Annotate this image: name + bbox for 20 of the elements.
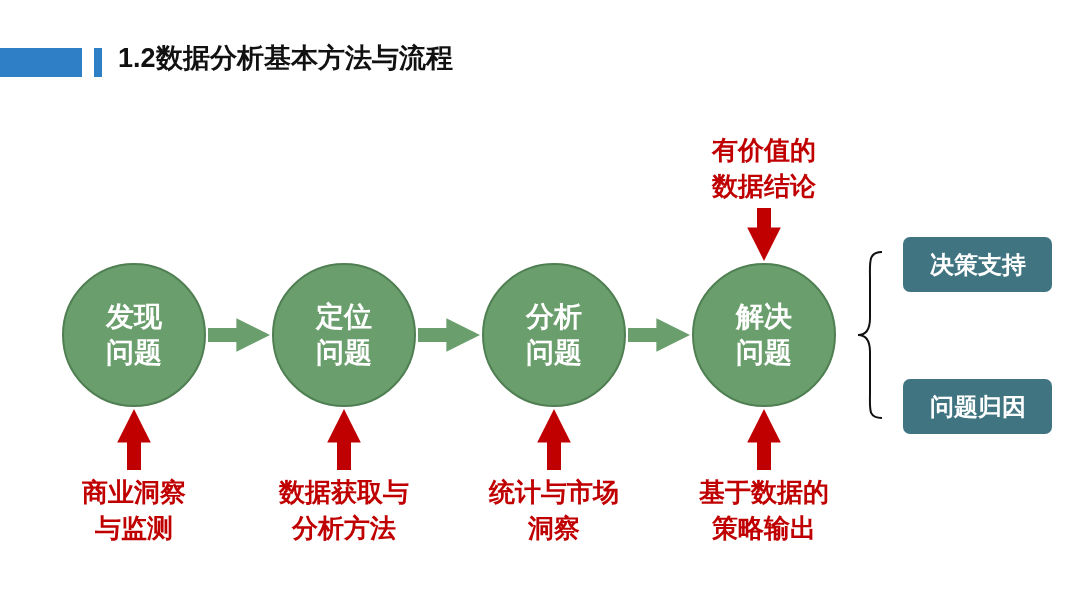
block-arrow [628, 318, 690, 352]
step-circle: 分析问题 [482, 263, 626, 407]
input-text: 统计与市场洞察 [486, 470, 622, 550]
input-text: 商业洞察与监测 [79, 470, 189, 550]
block-arrow [327, 409, 361, 470]
outcome-box: 问题归因 [903, 379, 1052, 434]
input-text: 基于数据的策略输出 [696, 470, 832, 550]
input-text: 有价值的数据结论 [709, 128, 819, 208]
block-arrow [418, 318, 480, 352]
block-arrow [747, 409, 781, 470]
input-text: 数据获取与分析方法 [276, 470, 412, 550]
block-arrow [208, 318, 270, 352]
step-circle: 解决问题 [692, 263, 836, 407]
block-arrow [117, 409, 151, 470]
block-arrow [747, 208, 781, 261]
title: 1.2数据分析基本方法与流程 [118, 42, 453, 75]
step-circle: 发现问题 [62, 263, 206, 407]
block-arrow [537, 409, 571, 470]
outcome-box: 决策支持 [903, 237, 1052, 292]
step-circle: 定位问题 [272, 263, 416, 407]
